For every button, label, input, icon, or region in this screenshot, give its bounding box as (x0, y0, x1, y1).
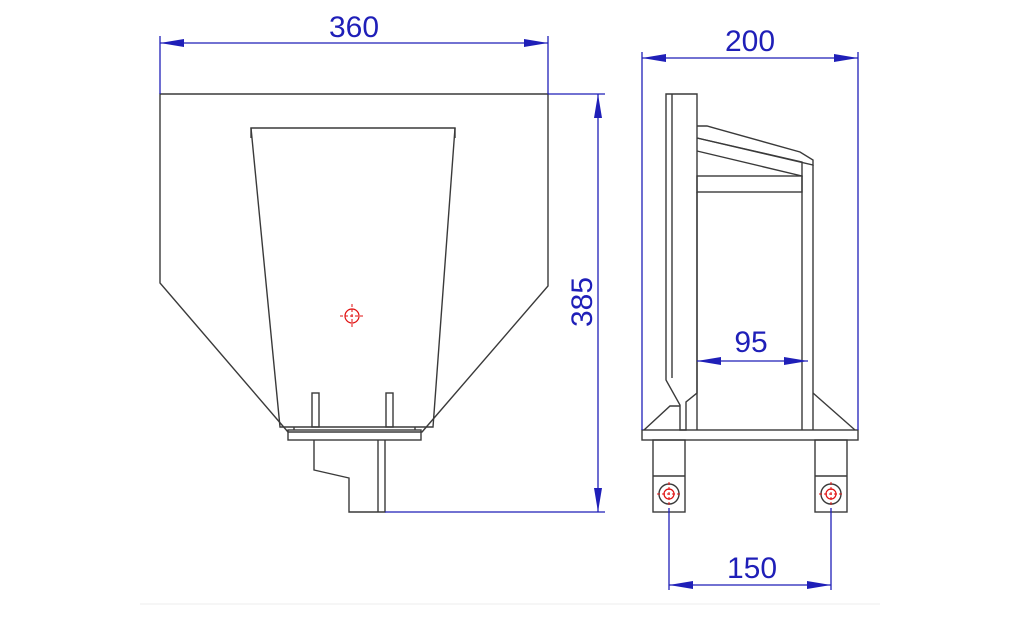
front-pin-right (385, 392, 394, 428)
side-mount-hole-right (819, 482, 843, 506)
side-view (641, 93, 859, 513)
dimension-200: 200 (641, 25, 859, 430)
side-gusset-left (643, 405, 680, 431)
side-box (696, 165, 814, 430)
front-pin-left (311, 392, 320, 428)
dimension-385-label: 385 (566, 277, 599, 327)
side-upper-slope (696, 137, 803, 177)
dimension-150-label: 150 (727, 552, 777, 585)
front-center-hole (340, 304, 364, 328)
front-outlet (313, 440, 386, 513)
dimension-200-label: 200 (725, 25, 775, 58)
dimension-95: 95 (697, 326, 808, 365)
side-gusset-right (812, 392, 856, 431)
side-mount-hole-left (657, 482, 681, 506)
dimension-150: 150 (668, 508, 832, 590)
dimension-385: 385 (385, 93, 605, 513)
front-base-plate (287, 429, 422, 441)
dimension-95-label: 95 (734, 326, 767, 359)
side-base-plate (641, 429, 859, 441)
dimension-360: 360 (159, 11, 549, 94)
front-inner-chute (250, 127, 456, 428)
dimension-360-label: 360 (329, 11, 379, 44)
